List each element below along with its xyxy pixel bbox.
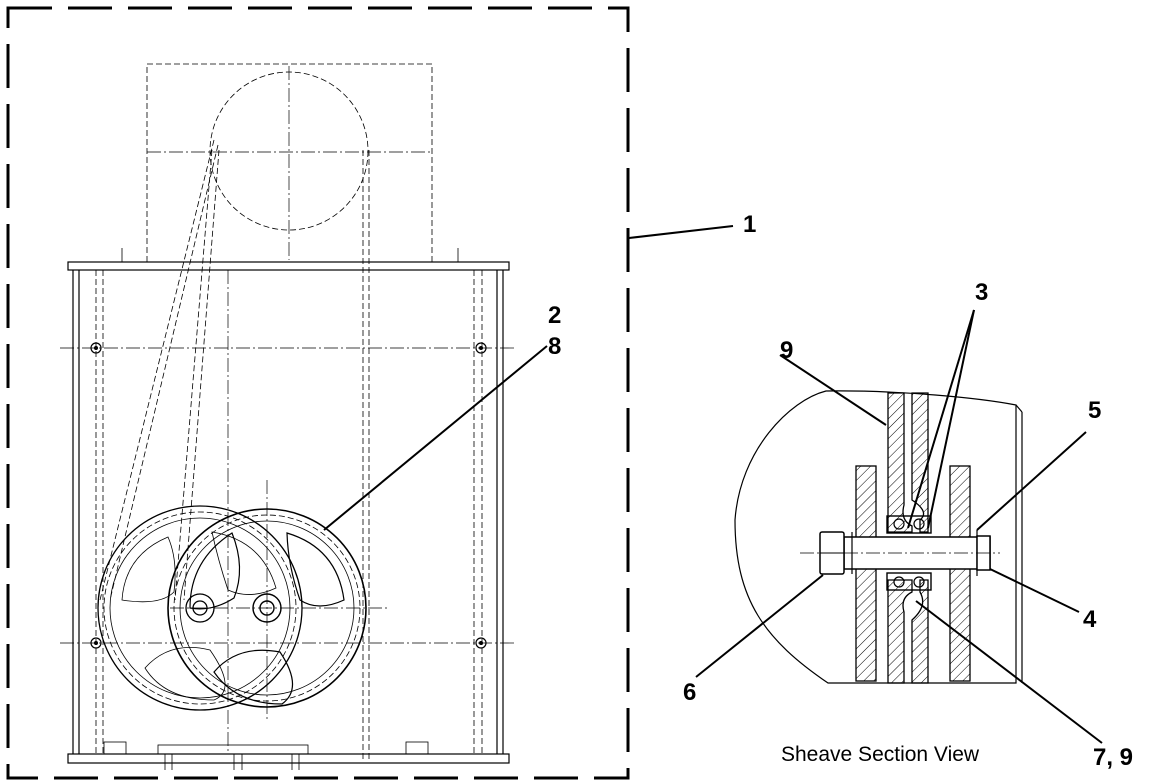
sheave-section-detail — [734, 390, 1023, 684]
callout-3: 3 — [975, 279, 989, 306]
upper-drum-housing — [99, 63, 433, 762]
callout-2: 2 — [548, 302, 562, 329]
callout-9-top: 9 — [780, 337, 794, 364]
callout-6: 6 — [683, 679, 697, 706]
callout-8: 8 — [548, 333, 562, 360]
callout-4: 4 — [1083, 606, 1097, 633]
assembly-boundary — [6, 6, 630, 780]
section-view-caption: Sheave Section View — [781, 743, 980, 766]
callout-7-9: 7, 9 — [1093, 744, 1134, 771]
callout-5: 5 — [1088, 397, 1102, 424]
frame — [60, 248, 515, 770]
right-sheave — [167, 480, 388, 720]
callout-1: 1 — [743, 211, 757, 238]
